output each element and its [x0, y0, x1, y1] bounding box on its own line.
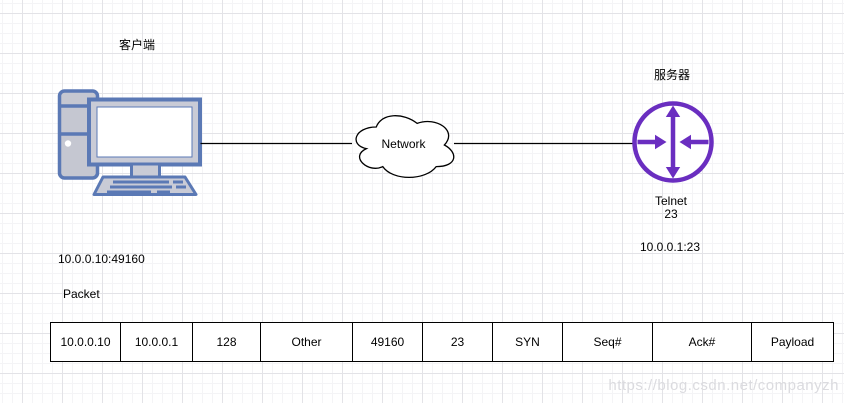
router-arrows — [637, 105, 709, 179]
network-label: Network — [381, 137, 426, 151]
packet-field-src-ip: 10.0.0.10 — [51, 323, 121, 361]
packet-field-dst-ip: 10.0.0.1 — [121, 323, 193, 361]
packet-field-dst-port: 23 — [423, 323, 493, 361]
router-icon — [632, 101, 714, 183]
packet-field-src-port: 49160 — [353, 323, 423, 361]
client-label: 客户端 — [118, 38, 155, 52]
packet-field-seq: Seq# — [563, 323, 653, 361]
server-address: 10.0.0.1:23 — [639, 240, 701, 254]
packet-field-syn-flag: SYN — [493, 323, 563, 361]
watermark-text: https://blog.csdn.net/companyzh — [608, 377, 839, 394]
desktop-computer-icon — [57, 89, 202, 196]
packet-field-payload: Payload — [770, 335, 815, 349]
computer-monitor — [87, 97, 202, 180]
computer-keyboard — [92, 175, 198, 196]
server-service-label: Telnet 23 — [621, 195, 721, 221]
packet-field-ack: Ack# — [653, 323, 752, 361]
packet-label: Packet — [63, 287, 100, 301]
client-address: 10.0.0.10:49160 — [58, 252, 145, 266]
packet-table: 10.0.0.10 10.0.0.1 128 Other 49160 23 SY… — [50, 322, 834, 362]
server-label: 服务器 — [653, 68, 690, 82]
telnet-port-number: 23 — [664, 207, 678, 221]
cloud-icon — [355, 115, 455, 178]
packet-field-other: Other — [261, 323, 353, 361]
telnet-service-name: Telnet — [654, 194, 688, 208]
packet-field-ttl: 128 — [193, 323, 261, 361]
